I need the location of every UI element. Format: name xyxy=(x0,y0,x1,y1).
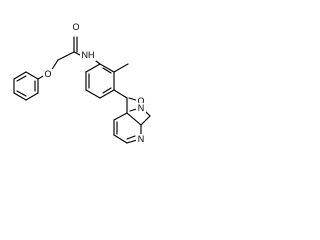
carbonyl-oxygen-label: O xyxy=(72,22,79,32)
atom-labels: O O NH O N N xyxy=(43,21,146,145)
oxazolopyridine-ring xyxy=(113,89,151,144)
molecule-structure-diagram: O O NH O N N xyxy=(13,21,151,145)
oxazole-nitrogen-label: N xyxy=(138,103,145,113)
amide-nitrogen-label: NH xyxy=(82,50,95,60)
aniline-ring xyxy=(85,63,129,99)
methyl-bond xyxy=(113,63,129,73)
oxazole-oxygen-label: O xyxy=(137,96,144,106)
phenyl-ring xyxy=(13,71,39,101)
pyridine-nitrogen-label: N xyxy=(138,134,145,144)
ether-oxygen-label: O xyxy=(44,69,51,79)
